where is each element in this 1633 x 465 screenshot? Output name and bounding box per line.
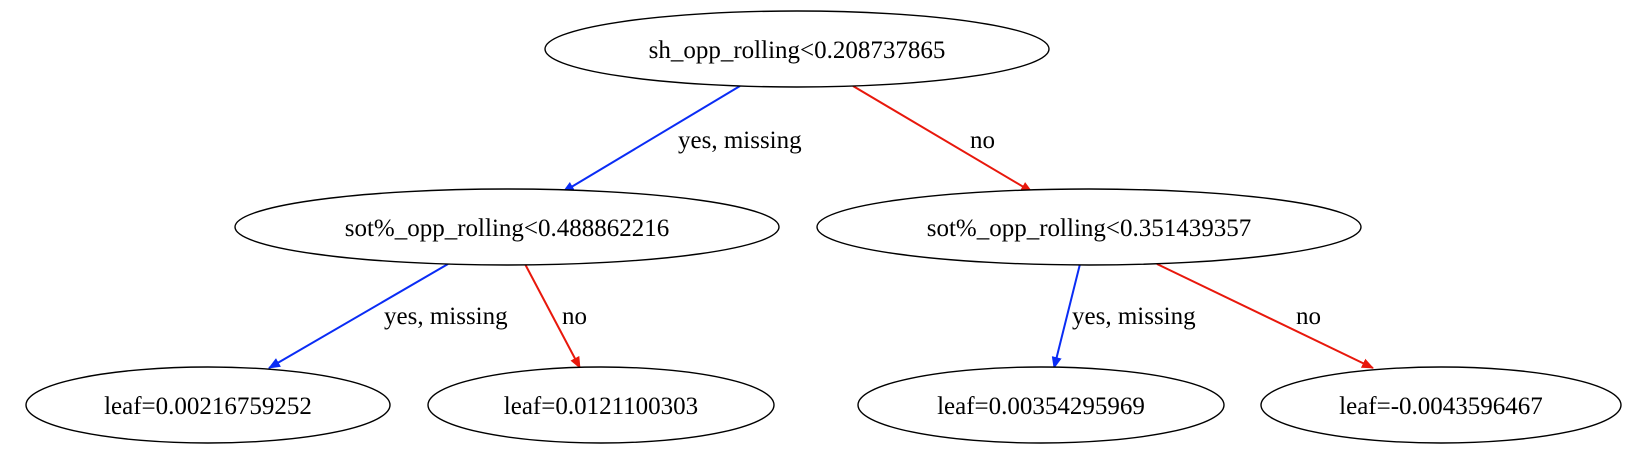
edge-root-left: yes, missing bbox=[562, 85, 802, 193]
edge-right-leaf-4: no bbox=[1156, 263, 1374, 369]
edge-label-left-leaf-2: no bbox=[562, 303, 587, 330]
edge-label-root-left: yes, missing bbox=[678, 127, 802, 154]
node-leaf-1: leaf=0.00216759252 bbox=[25, 366, 391, 444]
node-leaf-3: leaf=0.00354295969 bbox=[857, 366, 1225, 444]
edge-label-root-right: no bbox=[970, 127, 995, 154]
node-right-label: sot%_opp_rolling<0.351439357 bbox=[927, 215, 1252, 242]
edge-line-left-leaf-2 bbox=[524, 263, 581, 369]
node-left: sot%_opp_rolling<0.488862216 bbox=[234, 188, 780, 266]
node-leaf-4: leaf=-0.0043596467 bbox=[1260, 366, 1622, 444]
edge-label-right-leaf-3: yes, missing bbox=[1072, 303, 1196, 330]
node-leaf-2-label: leaf=0.0121100303 bbox=[504, 393, 698, 420]
node-leaf-3-ellipse bbox=[857, 366, 1225, 444]
node-leaf-3-label: leaf=0.00354295969 bbox=[937, 393, 1145, 420]
node-right: sot%_opp_rolling<0.351439357 bbox=[816, 188, 1362, 266]
node-right-ellipse bbox=[816, 188, 1362, 266]
node-left-label: sot%_opp_rolling<0.488862216 bbox=[345, 215, 670, 242]
edge-label-right-leaf-4: no bbox=[1296, 303, 1321, 330]
edge-line-right-leaf-4 bbox=[1156, 263, 1374, 369]
edge-line-left-leaf-1 bbox=[268, 263, 449, 369]
edge-root-right: no bbox=[852, 85, 1033, 193]
node-left-ellipse bbox=[234, 188, 780, 266]
edge-left-leaf-1: yes, missing bbox=[268, 263, 508, 369]
edge-line-right-leaf-3 bbox=[1051, 263, 1081, 369]
node-root: sh_opp_rolling<0.208737865 bbox=[544, 10, 1050, 88]
node-root-label: sh_opp_rolling<0.208737865 bbox=[649, 37, 946, 64]
node-leaf-1-ellipse bbox=[25, 366, 391, 444]
node-leaf-2: leaf=0.0121100303 bbox=[427, 366, 775, 444]
node-leaf-2-ellipse bbox=[427, 366, 775, 444]
edge-line-root-left bbox=[562, 85, 741, 193]
edge-right-leaf-3: yes, missing bbox=[1051, 263, 1196, 369]
node-leaf-1-label: leaf=0.00216759252 bbox=[104, 393, 312, 420]
node-leaf-4-label: leaf=-0.0043596467 bbox=[1339, 393, 1543, 420]
node-leaf-4-ellipse bbox=[1260, 366, 1622, 444]
edge-left-leaf-2: no bbox=[524, 263, 587, 369]
node-root-ellipse bbox=[544, 10, 1050, 88]
edge-label-left-leaf-1: yes, missing bbox=[384, 303, 508, 330]
edge-line-root-right bbox=[852, 85, 1033, 193]
